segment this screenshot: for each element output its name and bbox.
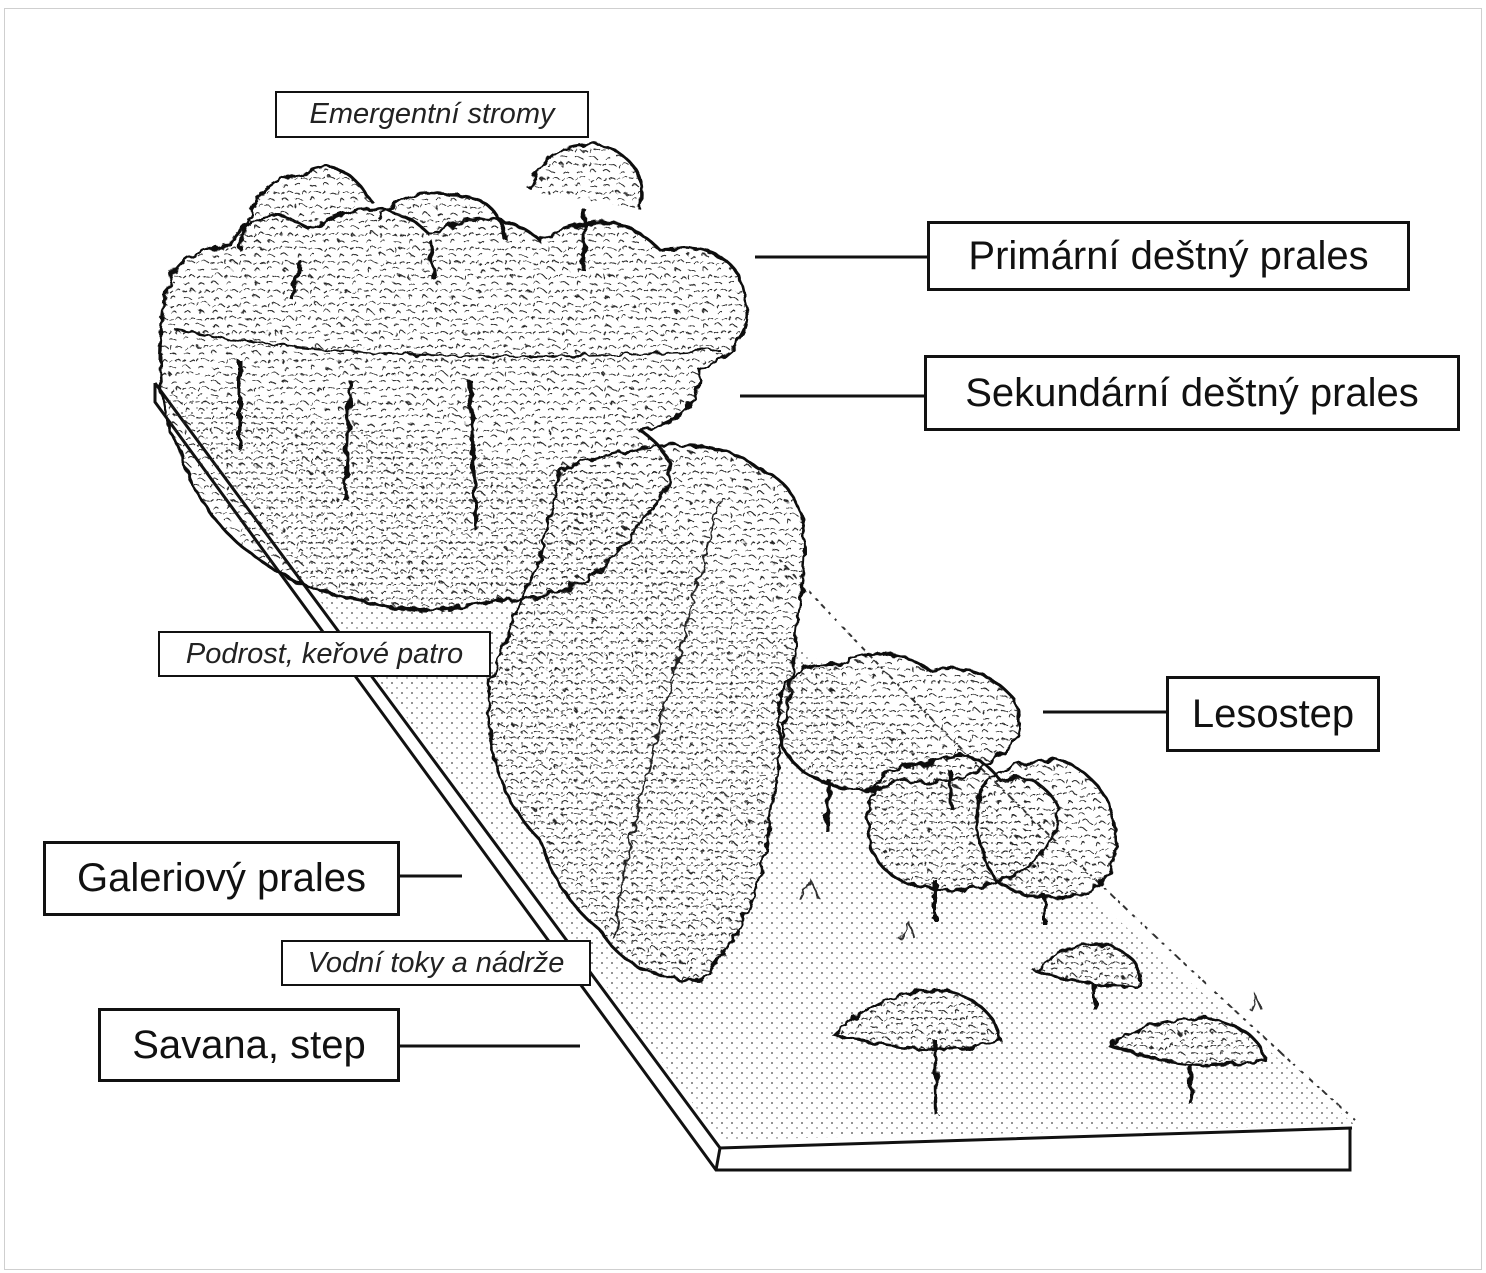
label-savanna-steppe: Savana, step (98, 1008, 400, 1082)
label-water-bodies: Vodní toky a nádrže (281, 940, 591, 986)
label-forest-steppe: Lesostep (1166, 676, 1380, 752)
label-emergent-trees: Emergentní stromy (275, 91, 589, 138)
label-secondary-rainforest: Sekundární deštný prales (924, 355, 1460, 431)
label-primary-rainforest: Primární deštný prales (927, 221, 1410, 291)
label-understory: Podrost, keřové patro (158, 631, 491, 677)
label-gallery-forest: Galeriový prales (43, 841, 400, 916)
